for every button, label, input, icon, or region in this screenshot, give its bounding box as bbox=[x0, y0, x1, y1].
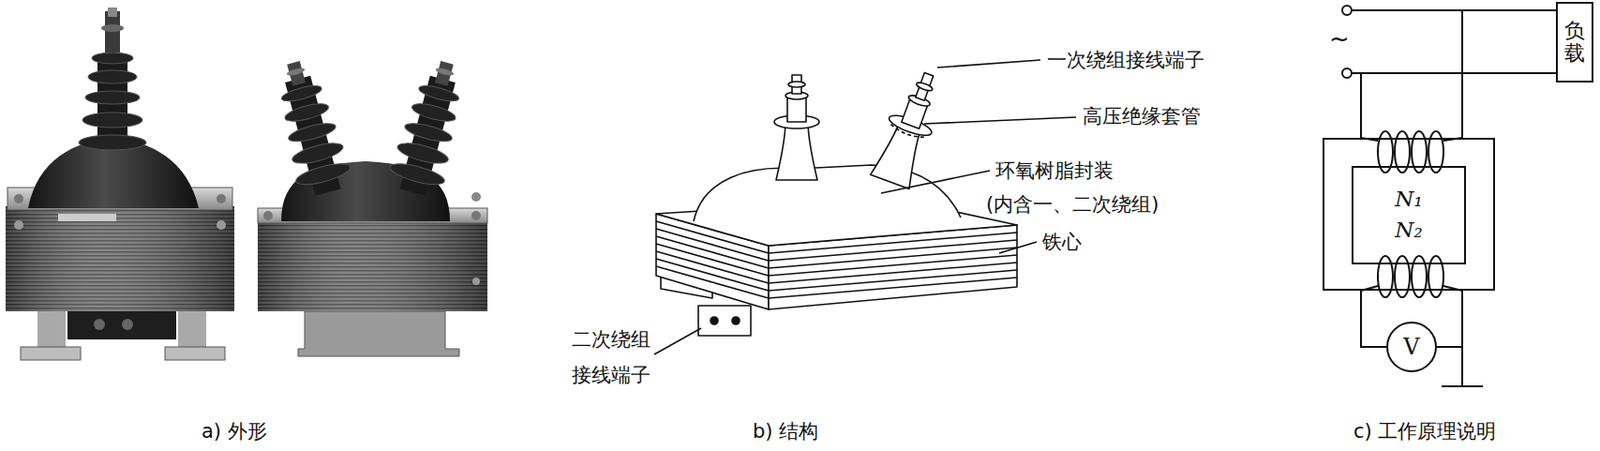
transformer-photo-left bbox=[5, 7, 235, 360]
callout-label: 高压绝缘套管 bbox=[1082, 104, 1201, 129]
callout-label: (内含一、二次绕组) bbox=[986, 193, 1159, 217]
callout-label: 二次绕组 bbox=[571, 328, 651, 352]
node-text: 负载 bbox=[1564, 19, 1586, 65]
wire-connector bbox=[1360, 290, 1387, 347]
voltmeter-symbol: V bbox=[1386, 321, 1437, 373]
wire-connector bbox=[1436, 290, 1463, 347]
panel-caption: b) 结构 bbox=[752, 419, 819, 444]
callout-label: 一次绕组接线端子 bbox=[1046, 48, 1205, 73]
panel-caption: a) 外形 bbox=[201, 419, 268, 444]
load-box: 负载 bbox=[1555, 1, 1594, 83]
callout-label: 接线端子 bbox=[571, 363, 651, 388]
callout-label: 铁心 bbox=[1042, 230, 1082, 255]
callout-label: 环氧树脂封装 bbox=[995, 159, 1114, 183]
node-text: N₁ bbox=[1394, 183, 1422, 214]
ac-symbol: ~ bbox=[1329, 24, 1350, 54]
node-text: N₂ bbox=[1394, 214, 1422, 245]
transformer-core: N₁N₂ bbox=[1322, 137, 1496, 291]
node-text: V bbox=[1403, 335, 1420, 359]
panel-caption: c) 工作原理说明 bbox=[1353, 419, 1496, 444]
wire-connector bbox=[1360, 73, 1556, 138]
transformer-photo-right bbox=[257, 55, 488, 357]
